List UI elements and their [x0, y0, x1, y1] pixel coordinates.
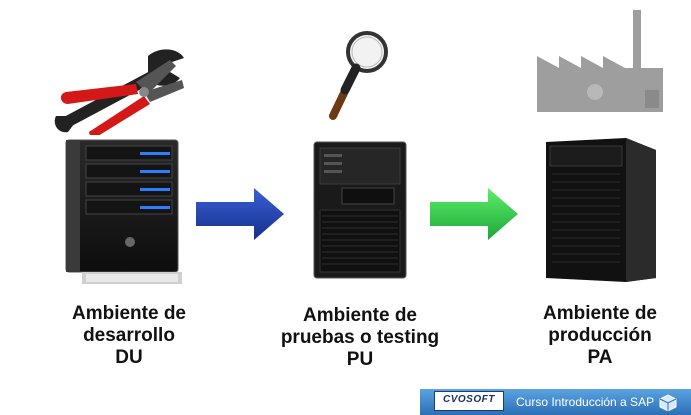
label-line: Ambiente de	[71, 303, 187, 324]
course-title: Curso Introducción a SAP	[516, 395, 655, 409]
sap-cube-icon	[659, 394, 677, 411]
label-line: PU	[346, 349, 374, 370]
dev-environment-label: Ambiente de desarrollo DU	[44, 303, 214, 369]
label-line: pruebas o testing	[280, 327, 440, 348]
label-line: producción	[548, 325, 652, 346]
magnifier-icon	[329, 31, 388, 120]
tools-icon	[54, 49, 184, 135]
label-line: Ambiente de	[542, 303, 658, 324]
test-environment-label: Ambiente de pruebas o testing PU	[250, 305, 470, 371]
arrow-dev-to-test	[196, 188, 284, 240]
factory-icon	[537, 10, 663, 112]
arrow-test-to-prod	[430, 188, 518, 240]
cvosoft-logo: CVOSOFT	[434, 391, 504, 411]
label-line: DU	[115, 347, 143, 368]
test-server-icon	[313, 141, 407, 279]
label-line: Ambiente de	[302, 305, 418, 326]
label-line: PA	[587, 347, 613, 368]
dev-server-icon	[65, 139, 182, 284]
course-footer-bar: CVOSOFT Curso Introducción a SAP	[420, 389, 691, 415]
prod-environment-label: Ambiente de producción PA	[510, 303, 690, 369]
label-line: desarrollo	[83, 325, 175, 346]
logo-text: CVOSOFT	[443, 394, 495, 405]
prod-server-icon	[546, 138, 656, 282]
